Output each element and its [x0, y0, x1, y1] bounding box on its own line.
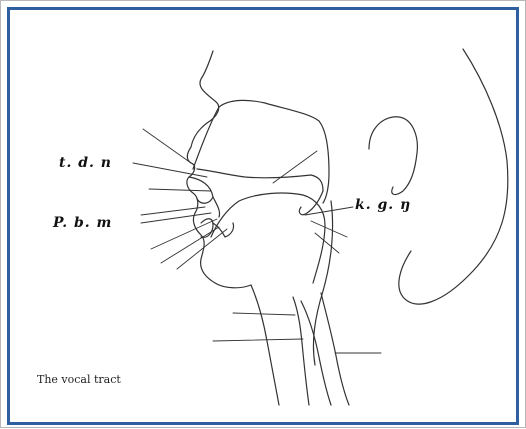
label-bilabial: P. b. m: [53, 215, 112, 231]
nasal-cavity: [193, 100, 329, 203]
figure-caption: The vocal tract: [37, 373, 121, 386]
pointer-alveolar: [133, 163, 207, 177]
pointer-lines: [133, 129, 381, 353]
tongue: [211, 193, 325, 283]
pointer-epiglottis: [233, 313, 295, 315]
pointer-lip-1: [141, 207, 205, 215]
pointer-lip-4: [161, 227, 219, 263]
throat-front: [251, 285, 279, 405]
tongue-tip: [213, 223, 234, 237]
pointer-vocal-folds: [213, 339, 303, 341]
face-profile: [187, 51, 251, 288]
back-of-head: [399, 49, 508, 304]
upper-teeth: [213, 197, 220, 217]
label-velar: k. g. ŋ: [355, 197, 411, 213]
pointer-lip-2: [141, 213, 211, 223]
ear: [369, 117, 417, 195]
pointer-uvula: [315, 233, 339, 253]
pointer-jaw: [177, 229, 227, 269]
pointer-palate: [149, 189, 211, 191]
pointer-nasal-cavity: [273, 151, 317, 183]
hard-palate: [197, 169, 323, 191]
label-alveolar: t. d. n: [59, 155, 112, 171]
pointer-nose: [143, 129, 191, 163]
esophagus-back: [321, 293, 349, 405]
pharynx-wall: [313, 201, 332, 365]
